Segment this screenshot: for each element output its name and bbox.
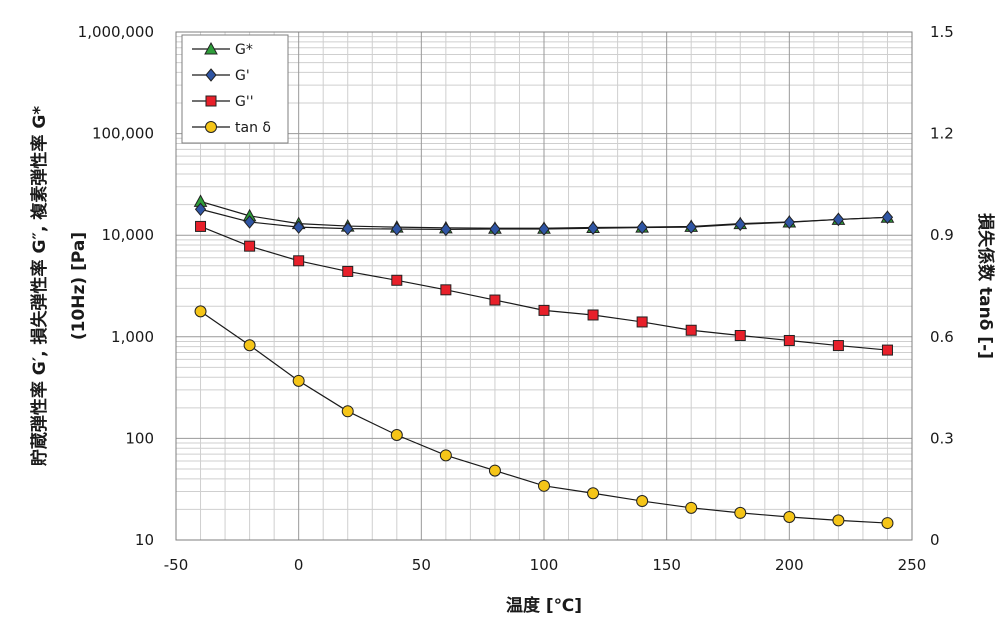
data-point xyxy=(734,329,746,341)
data-point xyxy=(538,222,550,236)
y-right-axis-title: 損失係数 tanδ [-] xyxy=(975,213,996,359)
y-left-axis-title: 貯蔵弾性率 G′, 損失弾性率 G″, 複素弾性率 G* xyxy=(29,106,50,466)
legend-marker xyxy=(205,95,217,107)
data-point xyxy=(734,506,747,519)
data-point xyxy=(587,221,599,236)
plot-frame xyxy=(175,31,913,541)
data-point xyxy=(538,304,550,316)
data-point xyxy=(489,294,501,306)
data-point xyxy=(244,240,256,252)
data-point xyxy=(881,344,893,356)
data-point xyxy=(243,215,256,229)
y-right-tick-label: 0.6 xyxy=(930,328,954,346)
legend-box xyxy=(181,34,289,144)
legend-label: G' xyxy=(235,68,250,84)
data-point xyxy=(440,284,452,296)
x-tick-label: -50 xyxy=(164,556,189,574)
series-layer xyxy=(193,194,895,530)
data-point xyxy=(194,305,207,318)
data-point xyxy=(832,514,845,527)
series-1 xyxy=(194,202,894,237)
legend-marker xyxy=(204,41,218,55)
legend-marker xyxy=(205,68,217,82)
data-point xyxy=(685,501,698,514)
data-point xyxy=(636,316,648,328)
data-point xyxy=(832,340,844,352)
y-right-tick-label: 1.5 xyxy=(930,23,954,41)
y-left-axis-title-2: (10Hz) [Pa] xyxy=(69,232,89,340)
y-left-axis-title-line2: (10Hz) [Pa] xyxy=(69,232,89,340)
x-tick-label: 0 xyxy=(294,556,304,574)
series-2 xyxy=(195,220,893,356)
data-point xyxy=(734,217,746,232)
data-point xyxy=(293,255,305,267)
x-axis-ticks: -50 0 50 100 150 200 250 xyxy=(164,556,927,574)
data-point xyxy=(587,487,600,500)
y-left-tick-label: 100,000 xyxy=(92,125,154,143)
data-point xyxy=(391,222,403,236)
y-right-tick-label: 0.3 xyxy=(930,429,954,447)
y-left-tick-label: 10,000 xyxy=(102,226,155,244)
data-point xyxy=(881,517,894,530)
data-point xyxy=(488,464,501,477)
y-right-tick-label: 0.9 xyxy=(930,226,954,244)
data-point xyxy=(783,510,796,523)
y-right-axis-ticks: 0 0.3 0.6 0.9 1.2 1.5 xyxy=(930,23,954,549)
data-point xyxy=(489,222,501,236)
data-point xyxy=(293,220,305,234)
legend-label: G'' xyxy=(235,94,254,110)
legend-label: G* xyxy=(235,42,253,58)
legend-label: tan δ xyxy=(235,120,271,136)
series-3 xyxy=(194,305,894,530)
y-left-tick-label: 1,000,000 xyxy=(78,23,154,41)
data-point xyxy=(243,339,256,352)
data-point xyxy=(636,220,648,235)
x-tick-label: 50 xyxy=(412,556,431,574)
data-point xyxy=(391,274,403,286)
data-point xyxy=(881,210,894,225)
data-point xyxy=(685,324,697,336)
data-point xyxy=(538,479,550,492)
data-point xyxy=(194,202,207,217)
data-point xyxy=(685,220,697,234)
data-point xyxy=(342,221,354,236)
y-left-tick-label: 10 xyxy=(135,531,154,549)
x-tick-label: 200 xyxy=(775,556,804,574)
data-point xyxy=(390,429,403,442)
legend-marker xyxy=(205,121,217,133)
data-point xyxy=(587,309,599,321)
data-point xyxy=(439,449,452,462)
data-point xyxy=(440,222,452,237)
x-tick-label: 250 xyxy=(898,556,927,574)
data-point xyxy=(783,215,795,230)
data-point xyxy=(832,212,845,227)
y-left-axis-ticks: 10 100 1,000 10,000 100,000 1,000,000 xyxy=(78,23,154,549)
data-point xyxy=(292,374,305,387)
x-tick-label: 100 xyxy=(530,556,559,574)
data-point xyxy=(342,265,354,277)
y-left-axis-title-line1: 貯蔵弾性率 G′, 損失弾性率 G″, 複素弾性率 G* xyxy=(29,106,50,466)
y-right-tick-label: 1.2 xyxy=(930,125,954,143)
data-point xyxy=(195,220,207,232)
data-point xyxy=(636,495,649,508)
data-point xyxy=(341,405,354,418)
data-point xyxy=(783,334,795,346)
x-axis-title: 温度 [℃] xyxy=(506,595,582,616)
x-tick-label: 150 xyxy=(652,556,681,574)
y-left-tick-label: 100 xyxy=(125,429,154,447)
y-right-axis-title-text: 損失係数 tanδ [-] xyxy=(975,213,996,359)
y-left-tick-label: 1,000 xyxy=(111,328,154,346)
y-right-tick-label: 0 xyxy=(930,531,940,549)
legend: G* G' G'' tan δ xyxy=(181,34,289,144)
